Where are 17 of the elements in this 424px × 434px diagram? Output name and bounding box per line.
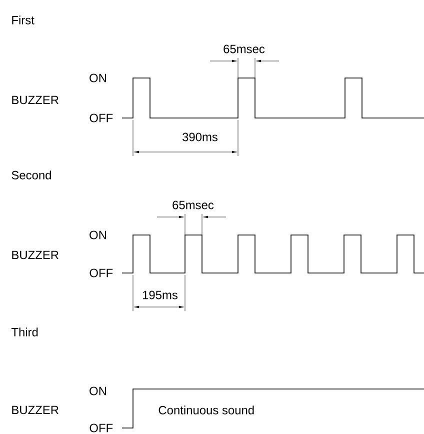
level-label: OFF xyxy=(90,268,113,278)
duration-label: 65msec xyxy=(224,44,265,54)
signal-label: BUZZER xyxy=(12,96,58,104)
level-label: ON xyxy=(90,386,106,396)
section-heading: Third xyxy=(11,328,38,336)
level-label: ON xyxy=(90,74,106,82)
level-label: OFF xyxy=(90,114,113,122)
signal-label: BUZZER xyxy=(12,406,58,414)
level-label: ON xyxy=(90,230,106,240)
duration-label: 65msec xyxy=(172,200,214,210)
note: Continuous sound xyxy=(158,406,254,414)
duration-label: 195ms xyxy=(142,290,178,300)
section-heading: Second xyxy=(12,170,51,180)
signal-label: BUZZER xyxy=(12,250,58,260)
section-heading: First xyxy=(12,16,34,24)
duration-label: 390ms xyxy=(182,132,218,142)
level-label: OFF xyxy=(90,424,113,432)
